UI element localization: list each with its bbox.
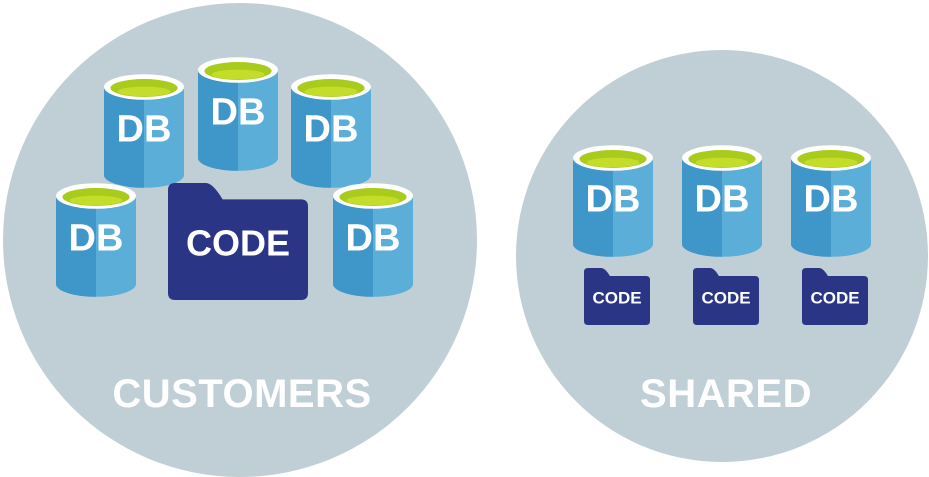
db-label: DB <box>211 92 266 134</box>
code-label: CODE <box>186 223 290 264</box>
code-label: CODE <box>810 288 859 307</box>
code-label: CODE <box>592 288 641 307</box>
db-label: DB <box>804 178 859 220</box>
customers-group: DB DB DB DB CODE DB CUSTOMERS <box>3 3 477 477</box>
database-icon: DB <box>791 145 871 257</box>
db-label: DB <box>69 218 124 260</box>
database-icon: DB <box>104 74 184 188</box>
db-label: DB <box>117 109 172 151</box>
folder-icon: CODE <box>168 183 308 300</box>
database-icon: DB <box>56 183 136 297</box>
database-icon: DB <box>573 145 653 257</box>
db-label: DB <box>304 109 359 151</box>
database-icon: DB <box>198 57 278 171</box>
database-icon: DB <box>333 183 413 297</box>
shared-group: DB DB DB CODE CODE CODE SHARED <box>516 50 928 462</box>
folder-icon: CODE <box>584 268 650 325</box>
customers-label: CUSTOMERS <box>112 372 371 416</box>
code-label: CODE <box>701 288 750 307</box>
database-icon: DB <box>682 145 762 257</box>
db-label: DB <box>586 178 641 220</box>
folder-icon: CODE <box>802 268 868 325</box>
db-label: DB <box>346 218 401 260</box>
shared-label: SHARED <box>640 372 812 416</box>
database-icon: DB <box>291 74 371 188</box>
db-label: DB <box>695 178 750 220</box>
folder-icon: CODE <box>693 268 759 325</box>
